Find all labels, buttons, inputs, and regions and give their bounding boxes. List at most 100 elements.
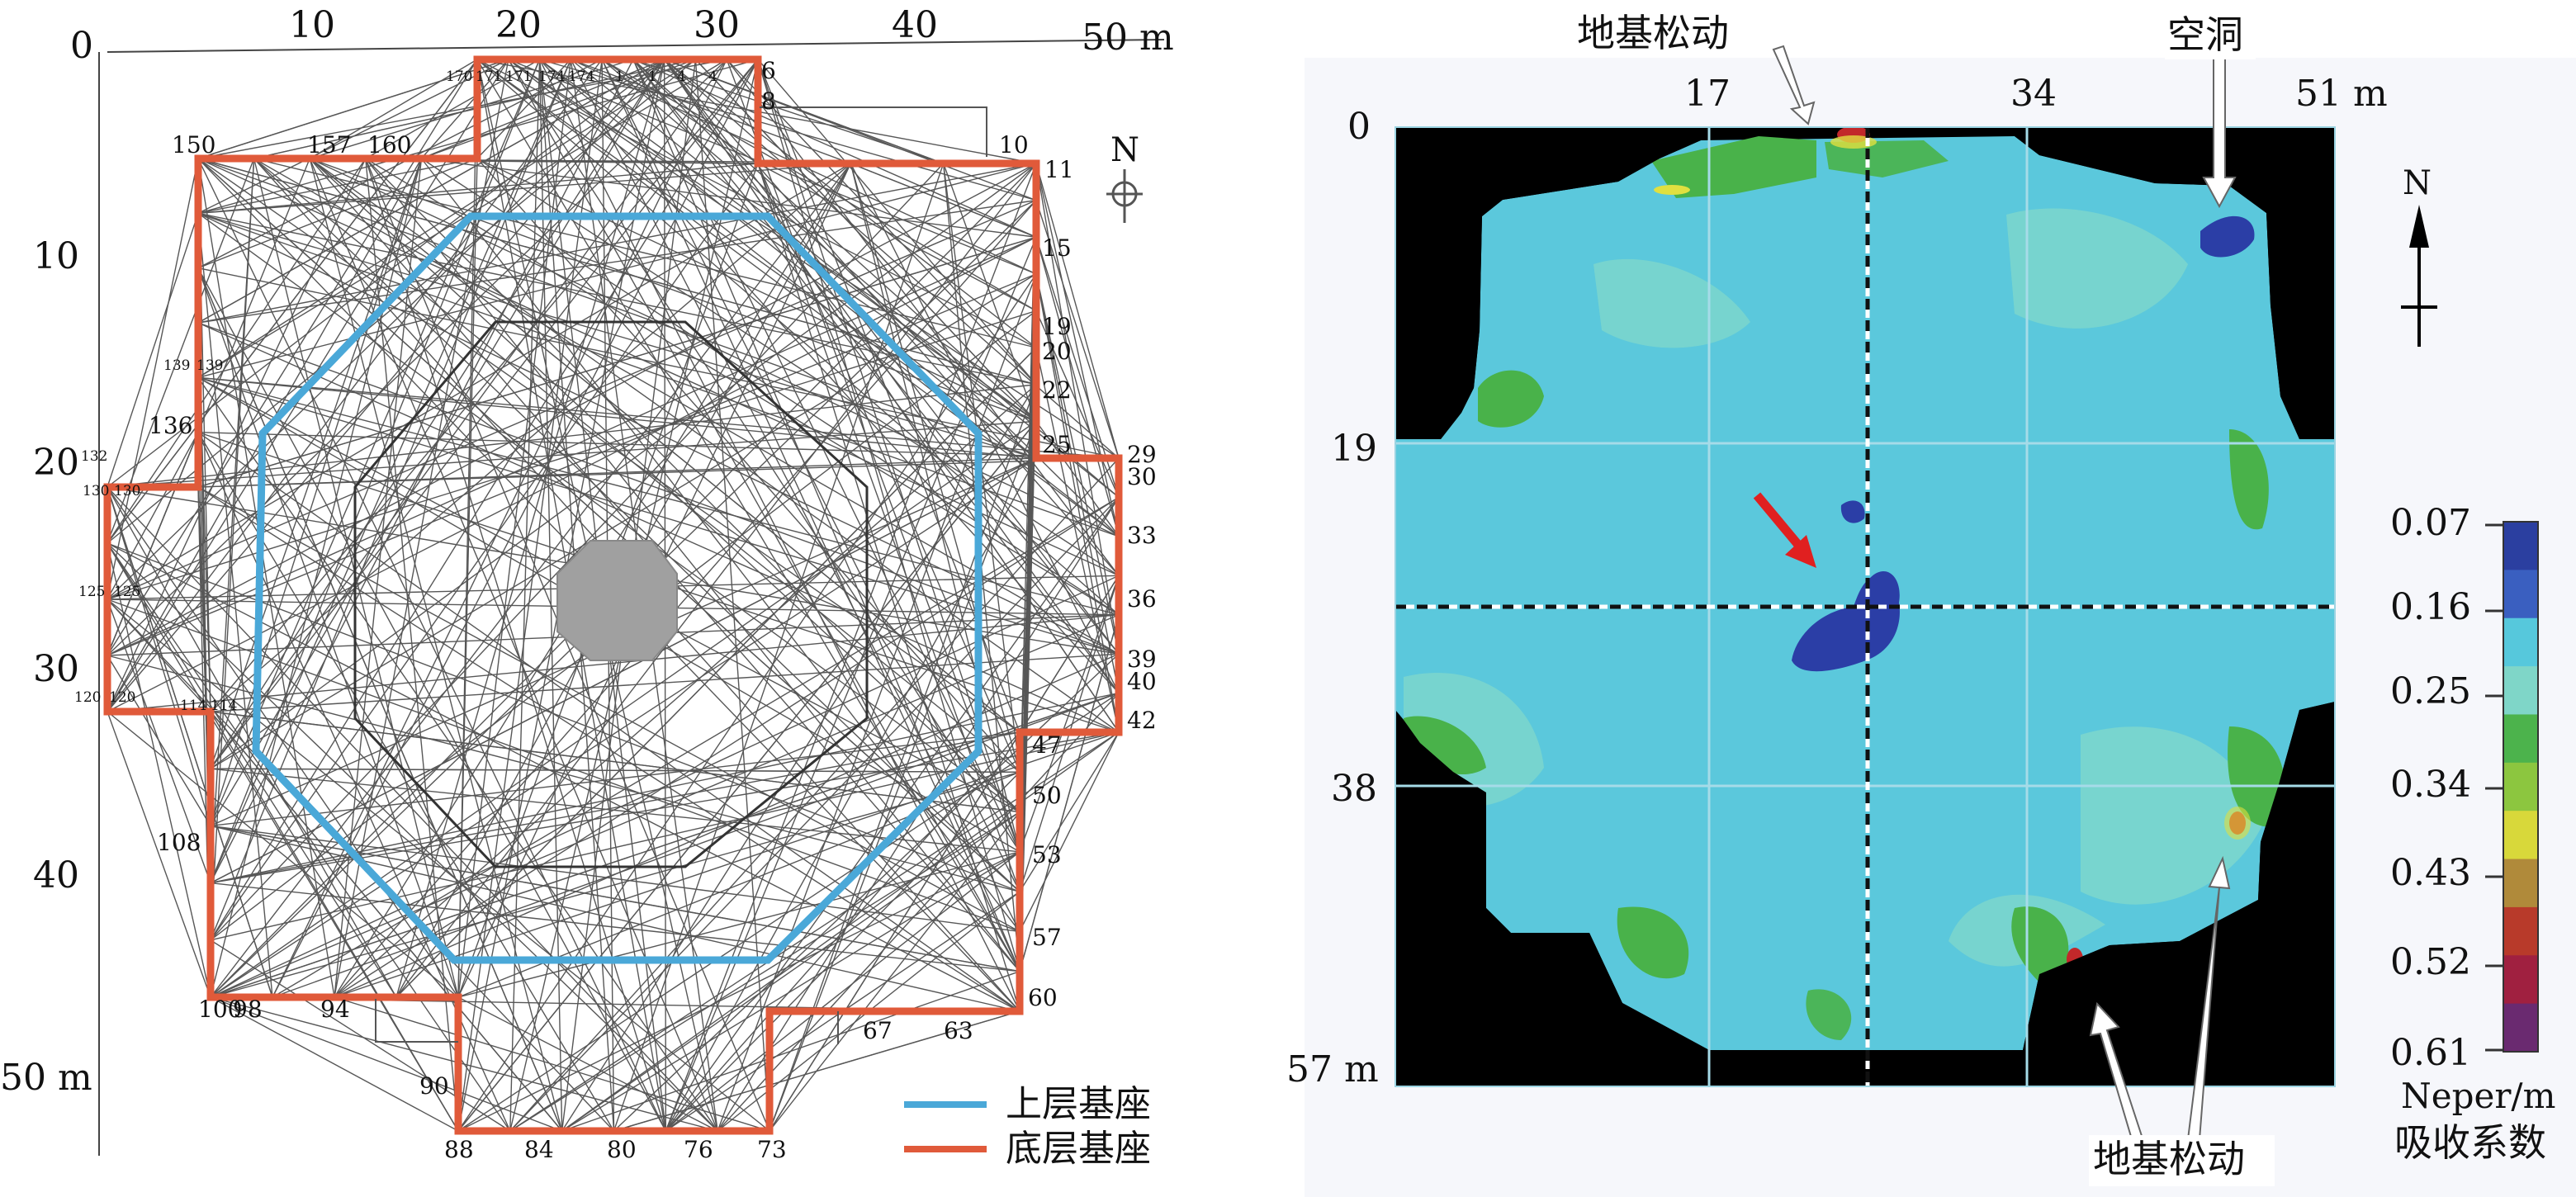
station-label: 132 (81, 448, 107, 465)
station-label: 84 (524, 1136, 554, 1163)
tomography-survey-layout: 0 10 20 30 40 50 m 10 20 30 40 50 m 170 … (0, 4, 1174, 1169)
ray-path (107, 59, 478, 544)
ray-path (107, 486, 718, 1132)
ray-path (694, 59, 1037, 422)
ray-path (107, 486, 397, 998)
station-label: 15 (1042, 234, 1072, 262)
ray-path (197, 158, 1020, 733)
ray-path (421, 59, 665, 159)
station-label: 139 (163, 357, 190, 374)
station-label: 120 (74, 689, 101, 706)
ray-path (561, 851, 1020, 1132)
station-label: 19 (1042, 313, 1072, 340)
y-tick-label: 10 (33, 235, 79, 277)
ray-path (309, 59, 478, 159)
ray-path (769, 421, 1037, 1132)
colorbar-tick-label: 0.34 (2390, 764, 2471, 806)
north-arrow-icon: N (2401, 164, 2437, 347)
station-label: 114 (211, 698, 237, 714)
ray-path (107, 158, 367, 544)
colorbar-title: 吸收系数 (2394, 1121, 2546, 1164)
ray-path (309, 158, 1120, 733)
ray-path (365, 158, 1020, 972)
ray-path (1035, 200, 1120, 459)
outside-region (1395, 710, 1709, 1086)
ray-path (197, 158, 335, 998)
station-label: 120 (109, 689, 135, 706)
ray-path (1035, 163, 1120, 537)
ray-path (197, 158, 1037, 386)
ray-path (197, 59, 665, 324)
field-light (2081, 726, 2262, 905)
colorbar-segment (2503, 811, 2538, 860)
field-green (2228, 726, 2285, 827)
station-label: 94 (320, 996, 350, 1023)
ray-path (726, 59, 1020, 853)
ray-path (197, 212, 1037, 459)
ray-path (197, 432, 1020, 1012)
x-tick-label: 30 (694, 4, 740, 46)
ray-path (1035, 163, 1120, 655)
colorbar-tick-label: 0.52 (2390, 941, 2471, 983)
ray-path (210, 711, 563, 1132)
ray-path (1019, 614, 1120, 972)
ray-path (197, 376, 1120, 655)
colorbar-tick-label: 0.16 (2390, 586, 2471, 628)
ray-path (210, 939, 511, 1132)
ray-path (107, 486, 211, 826)
station-label: 53 (1032, 841, 1062, 868)
station-label: 125 (114, 584, 140, 600)
station-label: 1 (648, 69, 657, 85)
ray-path (210, 420, 1037, 998)
ray-path (664, 59, 944, 164)
y-tick-label: 19 (1331, 428, 1377, 470)
colorbar-segment (2503, 666, 2538, 716)
x-tick-label: 0 (70, 25, 93, 67)
station-label: 114 (180, 698, 206, 714)
ray-path (253, 158, 1120, 655)
legend: 上层基座 底层基座 (904, 1084, 1151, 1169)
ray-path (197, 199, 1037, 324)
station-label: 150 (172, 131, 215, 158)
colorbar-frame (2503, 521, 2539, 1053)
colorbar-segment (2503, 570, 2538, 619)
station-label: 57 (1032, 924, 1062, 951)
ray-path (107, 59, 603, 712)
ray-path (420, 158, 1020, 932)
y-tick-label: 20 (33, 442, 79, 484)
bottom-foundation-outline (103, 55, 1123, 1135)
colorbar-tick-label: 0.43 (2390, 852, 2471, 894)
field-green (1806, 989, 1852, 1040)
annotation-cavity: 空洞 (2167, 13, 2243, 56)
ray-path (210, 163, 1037, 769)
x-tick-label: 34 (2010, 73, 2057, 115)
ray-path (613, 653, 1120, 1132)
ray-path (850, 163, 1120, 693)
ray-path (664, 59, 1037, 348)
ray-path (197, 267, 666, 1132)
ray-path (107, 158, 255, 544)
legend-label-bottom: 底层基座 (1006, 1128, 1151, 1169)
colorbar-segment (2503, 859, 2538, 908)
station-label: 90 (419, 1072, 449, 1100)
ray-path (210, 692, 1120, 998)
ray-path (210, 59, 665, 769)
ray-path (197, 376, 1120, 616)
ray-path (457, 158, 478, 998)
red-arrow-icon (1753, 492, 1816, 568)
ray-path (538, 59, 563, 1132)
station-label: 29 (1127, 441, 1157, 468)
station-label: 1 (615, 69, 624, 85)
field-green (1617, 906, 1689, 979)
ray-path (632, 59, 1120, 655)
field-green (2229, 429, 2269, 530)
annotation-foundation-loosening: 地基松动 (2093, 1138, 2245, 1180)
station-label: 171 (476, 69, 502, 85)
ray-path (420, 59, 509, 159)
colorbar-segment (2503, 617, 2538, 668)
ray-path (197, 236, 1037, 488)
ray-path (665, 163, 1037, 1132)
station-label: 47 (1032, 731, 1062, 759)
ray-path (421, 158, 1037, 238)
ray-path (334, 731, 1120, 998)
